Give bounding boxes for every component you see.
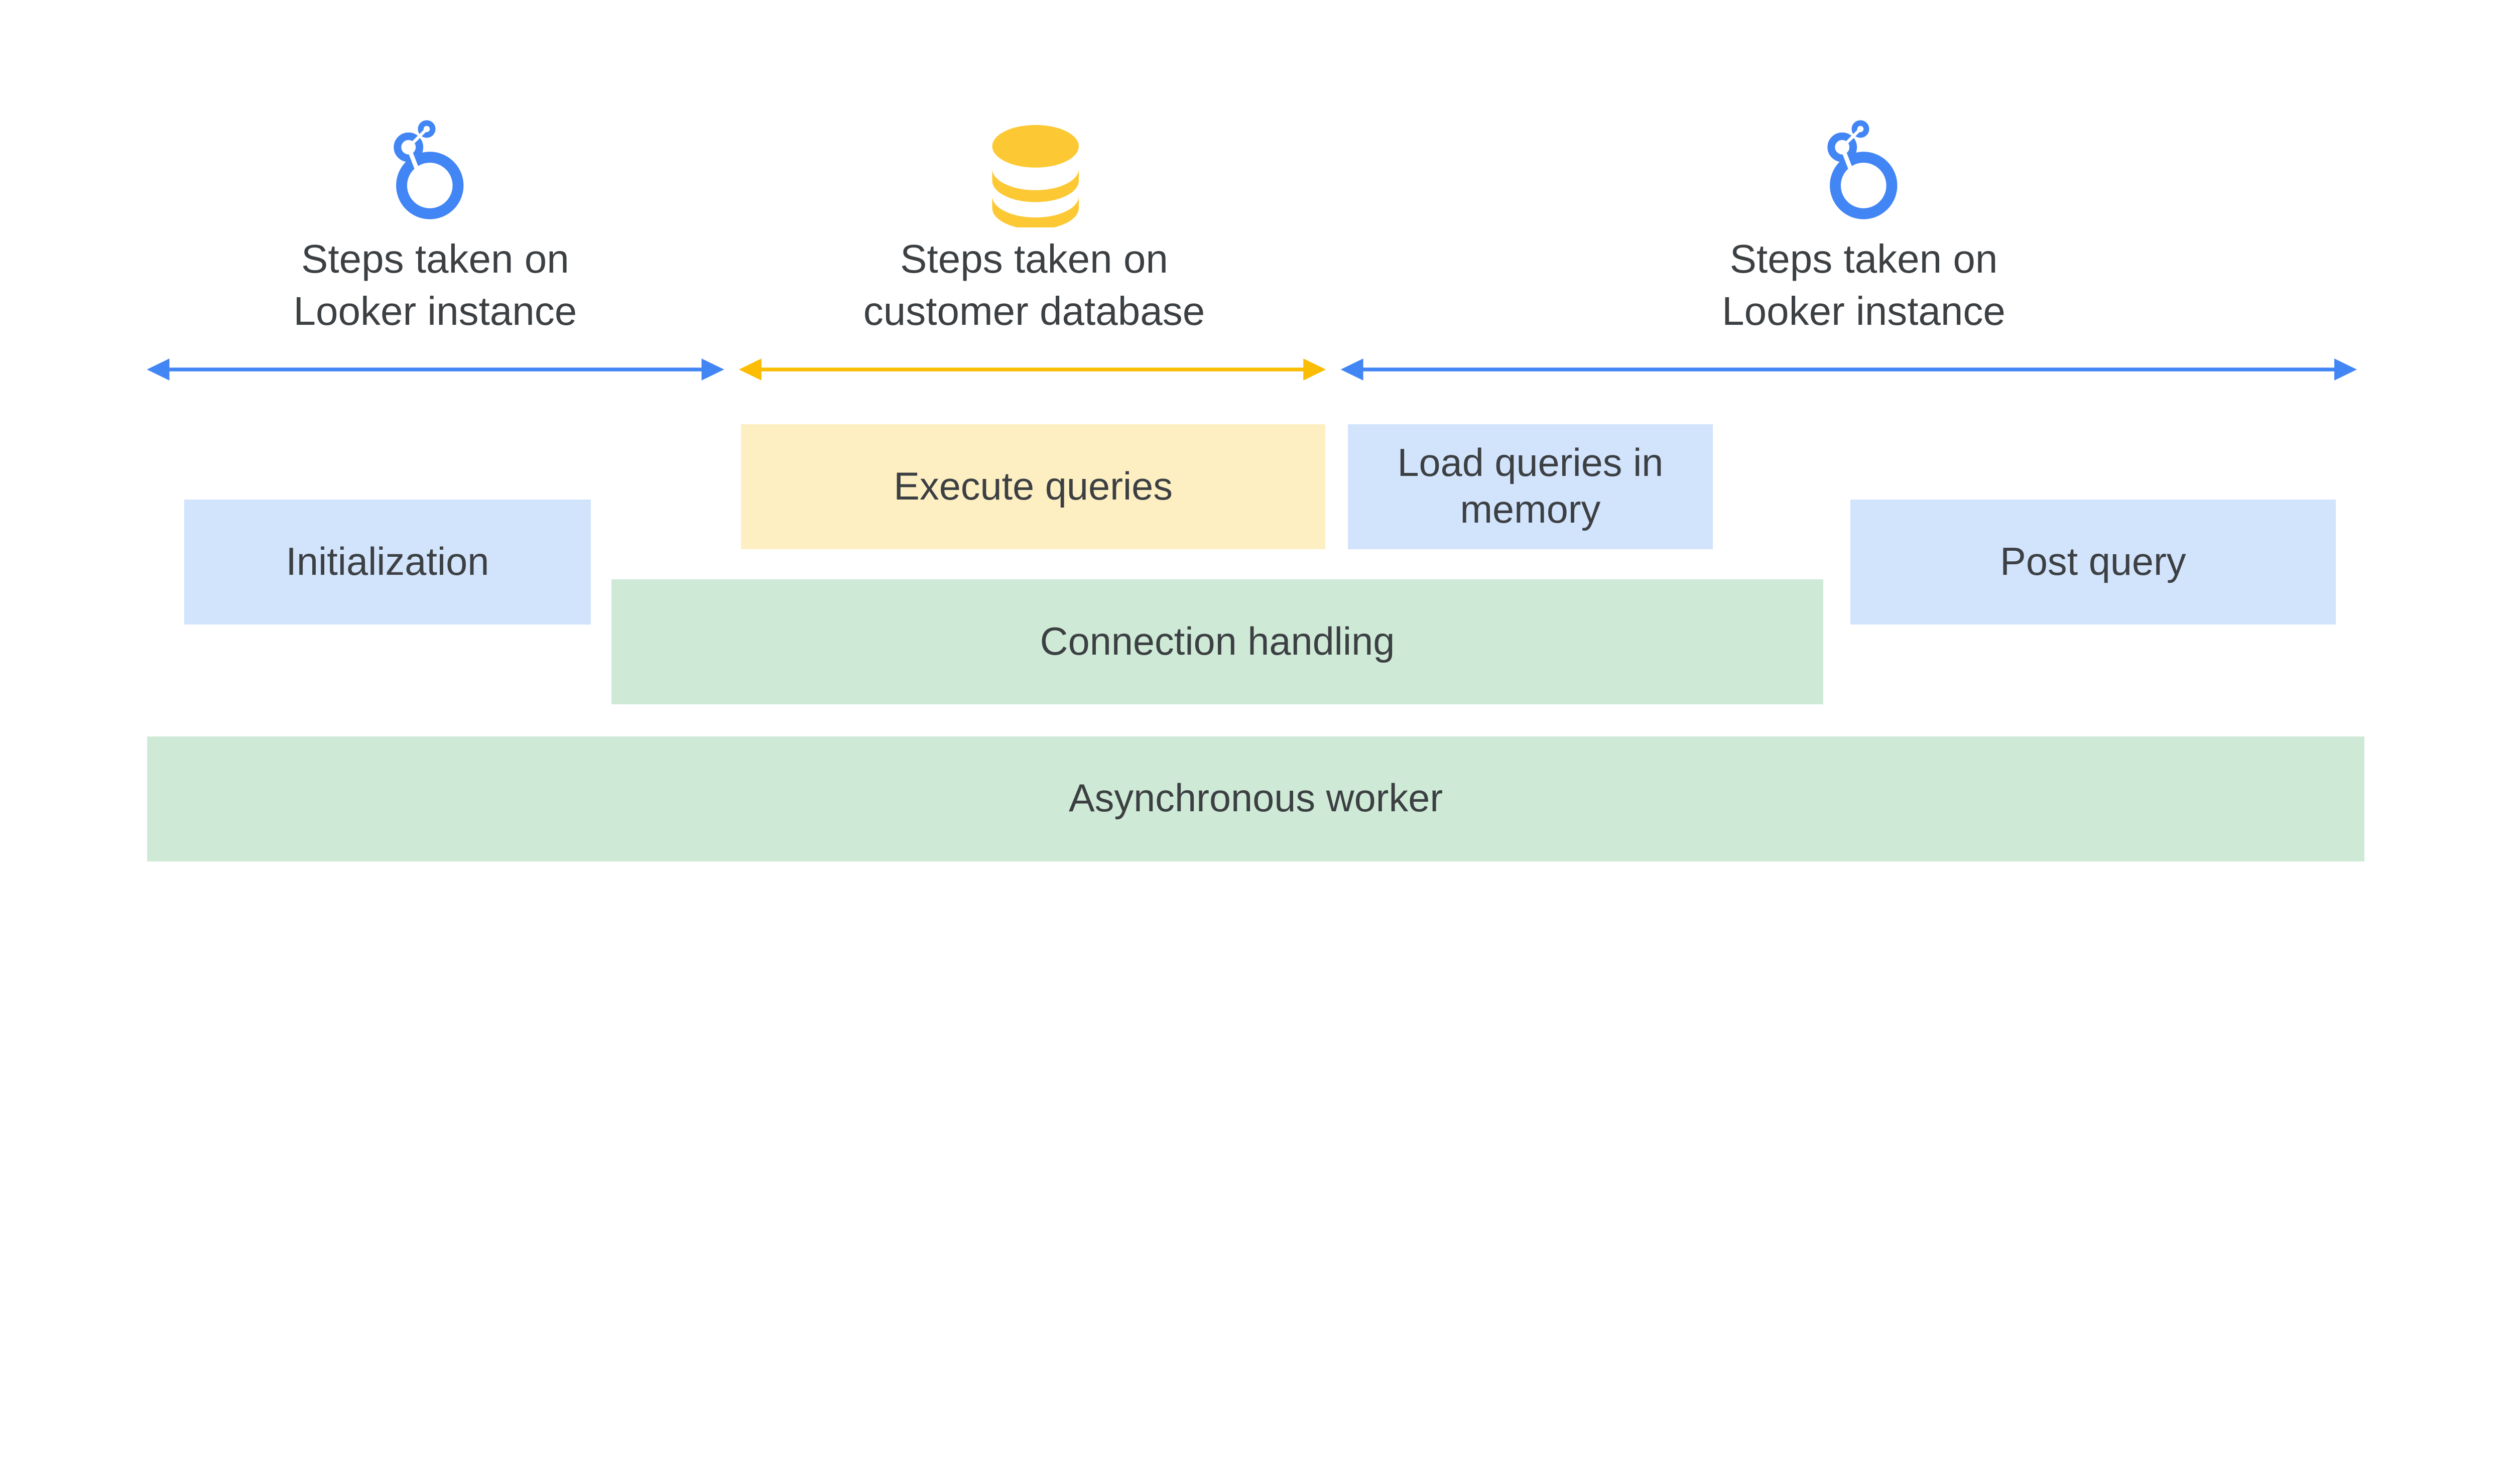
heading-line: Steps taken on: [301, 236, 569, 282]
asynchronous-worker-box: Asynchronous worker: [147, 736, 2364, 861]
connection-handling-box: Connection handling: [611, 579, 1823, 705]
looker-logo-icon: [1827, 120, 1898, 219]
execute-queries-box: Execute queries: [741, 424, 1325, 549]
database-icon: [992, 125, 1079, 228]
section-heading-looker-2: Steps taken on Looker instance: [1613, 233, 2115, 336]
heading-line: Steps taken on: [1729, 236, 1998, 282]
heading-line: Looker instance: [1722, 288, 2005, 333]
database-span-arrow: [738, 358, 1326, 381]
looker-span-arrow-2: [1340, 358, 2357, 381]
looker-logo-icon: [394, 120, 464, 219]
load-queries-box: Load queries in memory: [1348, 424, 1713, 549]
post-query-box: Post query: [1850, 500, 2336, 625]
section-heading-database: Steps taken on customer database: [783, 233, 1285, 336]
heading-line: Steps taken on: [900, 236, 1168, 282]
initialization-box: Initialization: [184, 500, 591, 625]
heading-line: customer database: [863, 288, 1205, 333]
looker-span-arrow-1: [147, 358, 724, 381]
span-arrows: [147, 358, 2357, 381]
heading-line: Looker instance: [293, 288, 577, 333]
section-heading-looker-1: Steps taken on Looker instance: [184, 233, 686, 336]
